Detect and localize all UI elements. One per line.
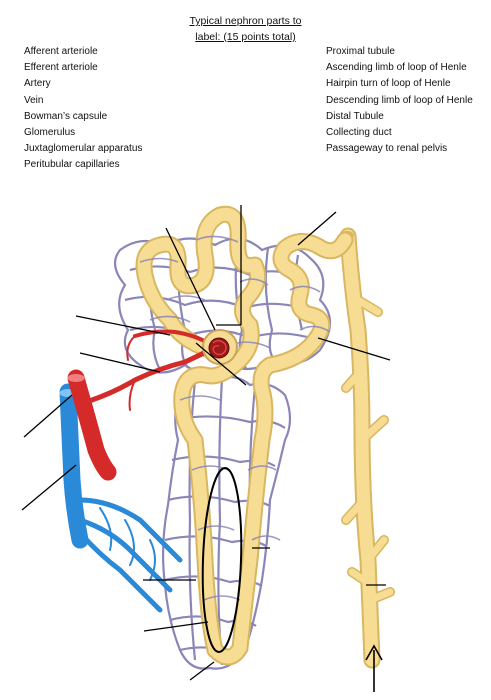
term-bowmans-capsule: Bowman’s capsule xyxy=(24,110,108,122)
term-hairpin-turn: Hairpin turn of loop of Henle xyxy=(326,78,451,90)
leader-line-3 xyxy=(79,352,161,373)
glomerulus-loops xyxy=(212,340,227,356)
term-list-left: Afferent arteriole Efferent arteriole Ar… xyxy=(24,44,142,174)
collecting-duct xyxy=(339,227,395,669)
arrow-head xyxy=(365,644,383,661)
renal-corpuscle xyxy=(202,329,238,365)
leader-line-10 xyxy=(195,342,247,386)
term-distal-tubule: Distal Tubule xyxy=(326,110,384,122)
leader-line-4 xyxy=(23,394,73,438)
renal-vein-trunk xyxy=(59,383,89,549)
arteriole-branches xyxy=(126,335,136,411)
term-artery: Artery xyxy=(24,78,51,90)
term-list-right: Proximal tubule Ascending limb of loop o… xyxy=(326,44,473,157)
tubule-body xyxy=(137,207,352,664)
ascending-limb xyxy=(233,358,277,655)
term-peritubular-capillaries: Peritubular capillaries xyxy=(24,159,120,171)
capillary-bed-medulla xyxy=(162,373,292,670)
renal-pelvis-arrow xyxy=(365,644,383,692)
leader-line-1 xyxy=(165,227,216,331)
artery xyxy=(67,369,117,481)
title-line-1: Typical nephron parts to xyxy=(189,15,302,27)
distal-tubule xyxy=(263,233,352,372)
leader-line-14 xyxy=(189,661,215,681)
term-descending-limb: Descending limb of loop of Henle xyxy=(326,94,473,106)
title-line-2: label: (15 points total) xyxy=(195,31,296,43)
leader-line-5 xyxy=(21,464,77,511)
term-afferent-arteriole: Afferent arteriole xyxy=(24,46,98,57)
term-collecting-duct: Collecting duct xyxy=(326,127,392,139)
descending-limb xyxy=(175,318,258,657)
term-juxtaglomerular-apparatus: Juxtaglomerular apparatus xyxy=(24,143,143,155)
term-efferent-arteriole: Efferent arteriole xyxy=(24,62,98,74)
arterial-supply xyxy=(67,329,214,481)
venous-branches xyxy=(77,497,183,613)
venous-branches-fine xyxy=(99,507,156,581)
leader-line-7 xyxy=(317,337,391,361)
efferent-arteriole xyxy=(133,329,214,347)
renal-tubule xyxy=(135,205,354,666)
term-passageway-renal-pelvis: Passageway to renal pelvis xyxy=(326,143,448,155)
afferent-arteriole xyxy=(89,347,213,403)
leader-line-6 xyxy=(297,211,337,246)
collecting-duct-body xyxy=(341,229,394,667)
capillary-overlay xyxy=(139,235,331,601)
term-vein: Vein xyxy=(24,94,44,106)
term-glomerulus: Glomerulus xyxy=(24,127,76,139)
proximal-tubule xyxy=(137,207,265,357)
leader-line-13 xyxy=(143,621,209,632)
vein xyxy=(59,383,183,613)
artery-opening xyxy=(67,374,85,382)
label-leader-lines xyxy=(21,205,391,681)
loop-region-oval xyxy=(201,467,243,653)
term-proximal-tubule: Proximal tubule xyxy=(326,46,395,57)
leader-line-2 xyxy=(75,315,171,336)
worksheet-title: Typical nephron parts to label: (15 poin… xyxy=(0,13,491,45)
term-ascending-limb: Ascending limb of loop of Henle xyxy=(326,62,467,74)
